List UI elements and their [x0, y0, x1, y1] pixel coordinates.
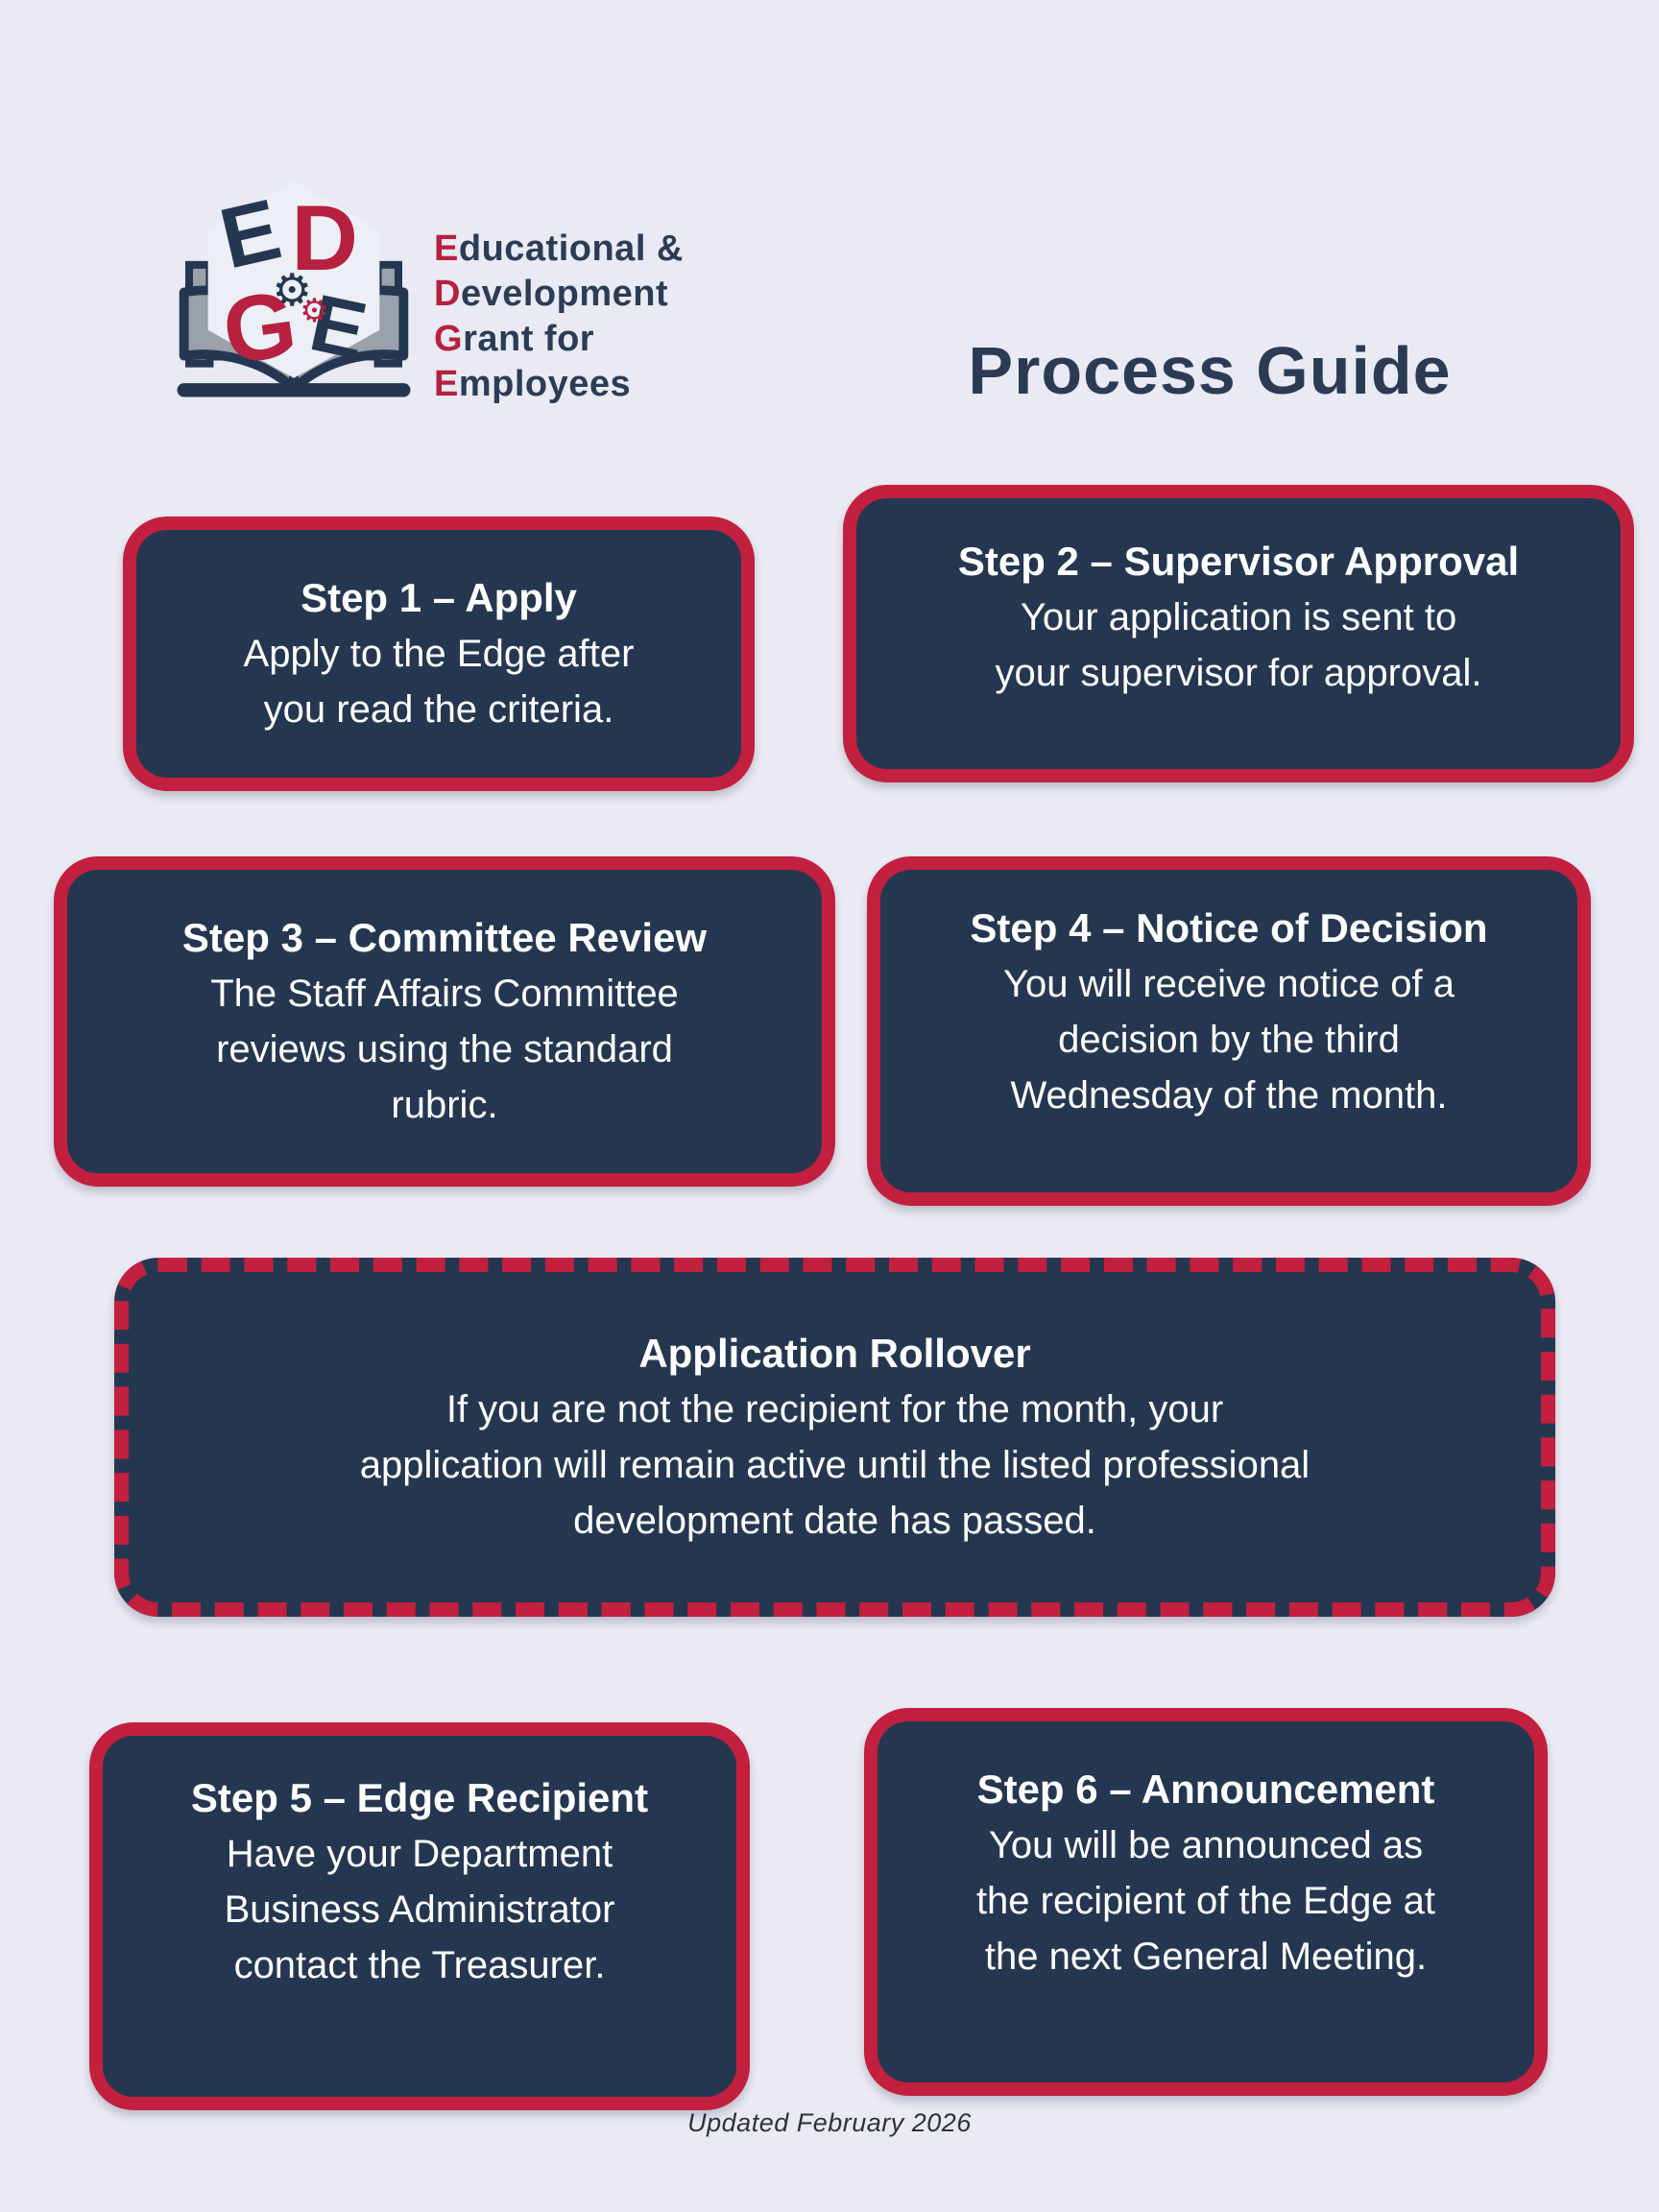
- step-4-body-line: Wednesday of the month.: [1010, 1074, 1448, 1117]
- application-rollover-body-line: If you are not the recipient for the mon…: [445, 1388, 1224, 1431]
- logo-letter-d: D: [291, 187, 358, 290]
- logo-initial: G: [434, 319, 464, 359]
- step-3-card: Step 3 – Committee Review The Staff Affa…: [54, 856, 835, 1187]
- page-title: Process Guide: [968, 333, 1452, 408]
- logo-rest: rant for: [463, 319, 595, 359]
- step-2-card: Step 2 – Supervisor Approval Your applic…: [843, 485, 1634, 782]
- step-5-body-line: contact the Treasurer.: [233, 1944, 606, 1986]
- logo-wordmark-line: Development: [434, 272, 684, 317]
- step-6-body-line: You will be announced as: [988, 1824, 1424, 1866]
- step-1-card: Step 1 – Apply Apply to the Edge after y…: [123, 517, 755, 791]
- gear-icon: ⚙: [272, 265, 312, 315]
- logo-wordmark: Educational & Development Grant for Empl…: [434, 227, 684, 407]
- logo-wordmark-line: Grant for: [434, 317, 684, 362]
- logo-letter-g: G: [217, 272, 302, 383]
- step-4-title: Step 4 – Notice of Decision: [970, 905, 1488, 950]
- application-rollover-body-line: development date has passed.: [573, 1500, 1096, 1542]
- step-5-title: Step 5 – Edge Recipient: [190, 1775, 649, 1820]
- logo-wordmark-line: Educational &: [434, 227, 684, 272]
- step-3-body-line: rubric.: [391, 1084, 498, 1126]
- step-5-card: Step 5 – Edge Recipient Have your Depart…: [89, 1722, 750, 2110]
- step-4-body-line: You will receive notice of a: [1003, 963, 1455, 1005]
- step-3-title: Step 3 – Committee Review: [181, 915, 708, 960]
- step-2-body-line: Your application is sent to: [1020, 596, 1457, 638]
- step-1-title: Step 1 – Apply: [301, 575, 577, 620]
- step-5-body-line: Have your Department: [226, 1833, 613, 1875]
- step-5-body-line: Business Administrator: [224, 1888, 615, 1931]
- step-4-body-line: decision by the third: [1058, 1019, 1400, 1061]
- step-3-body-line: The Staff Affairs Committee: [210, 973, 679, 1015]
- edge-logo: E D G E ⚙ ⚙: [177, 180, 411, 397]
- step-2-title: Step 2 – Supervisor Approval: [957, 539, 1520, 584]
- logo-initial: E: [434, 228, 459, 269]
- gear-icon: ⚙: [300, 293, 328, 329]
- logo-initial: D: [434, 274, 461, 314]
- logo-rest: mployees: [458, 364, 632, 404]
- application-rollover-card: Application Rollover If you are not the …: [114, 1258, 1555, 1617]
- application-rollover-title: Application Rollover: [638, 1331, 1031, 1376]
- updated-date-note: Updated February 2026: [687, 2108, 972, 2137]
- step-2-body-line: your supervisor for approval.: [995, 652, 1482, 694]
- step-1-body-line: you read the criteria.: [263, 688, 614, 731]
- logo-rest: evelopment: [460, 274, 669, 314]
- logo-rest: ducational &: [458, 228, 684, 269]
- step-3-body-line: reviews using the standard: [216, 1028, 673, 1070]
- application-rollover-body-line: application will remain active until the…: [359, 1444, 1310, 1486]
- step-6-body-line: the next General Meeting.: [984, 1936, 1428, 1978]
- step-6-body-line: the recipient of the Edge at: [975, 1880, 1436, 1922]
- step-1-body-line: Apply to the Edge after: [243, 633, 635, 675]
- step-4-card: Step 4 – Notice of Decision You will rec…: [867, 856, 1591, 1206]
- step-6-title: Step 6 – Announcement: [976, 1767, 1435, 1812]
- step-6-card: Step 6 – Announcement You will be announ…: [864, 1708, 1548, 2096]
- book-open-pages: [207, 180, 380, 378]
- logo-initial: E: [434, 364, 459, 404]
- book-base: [177, 383, 411, 397]
- logo-wordmark-line: Employees: [434, 362, 684, 407]
